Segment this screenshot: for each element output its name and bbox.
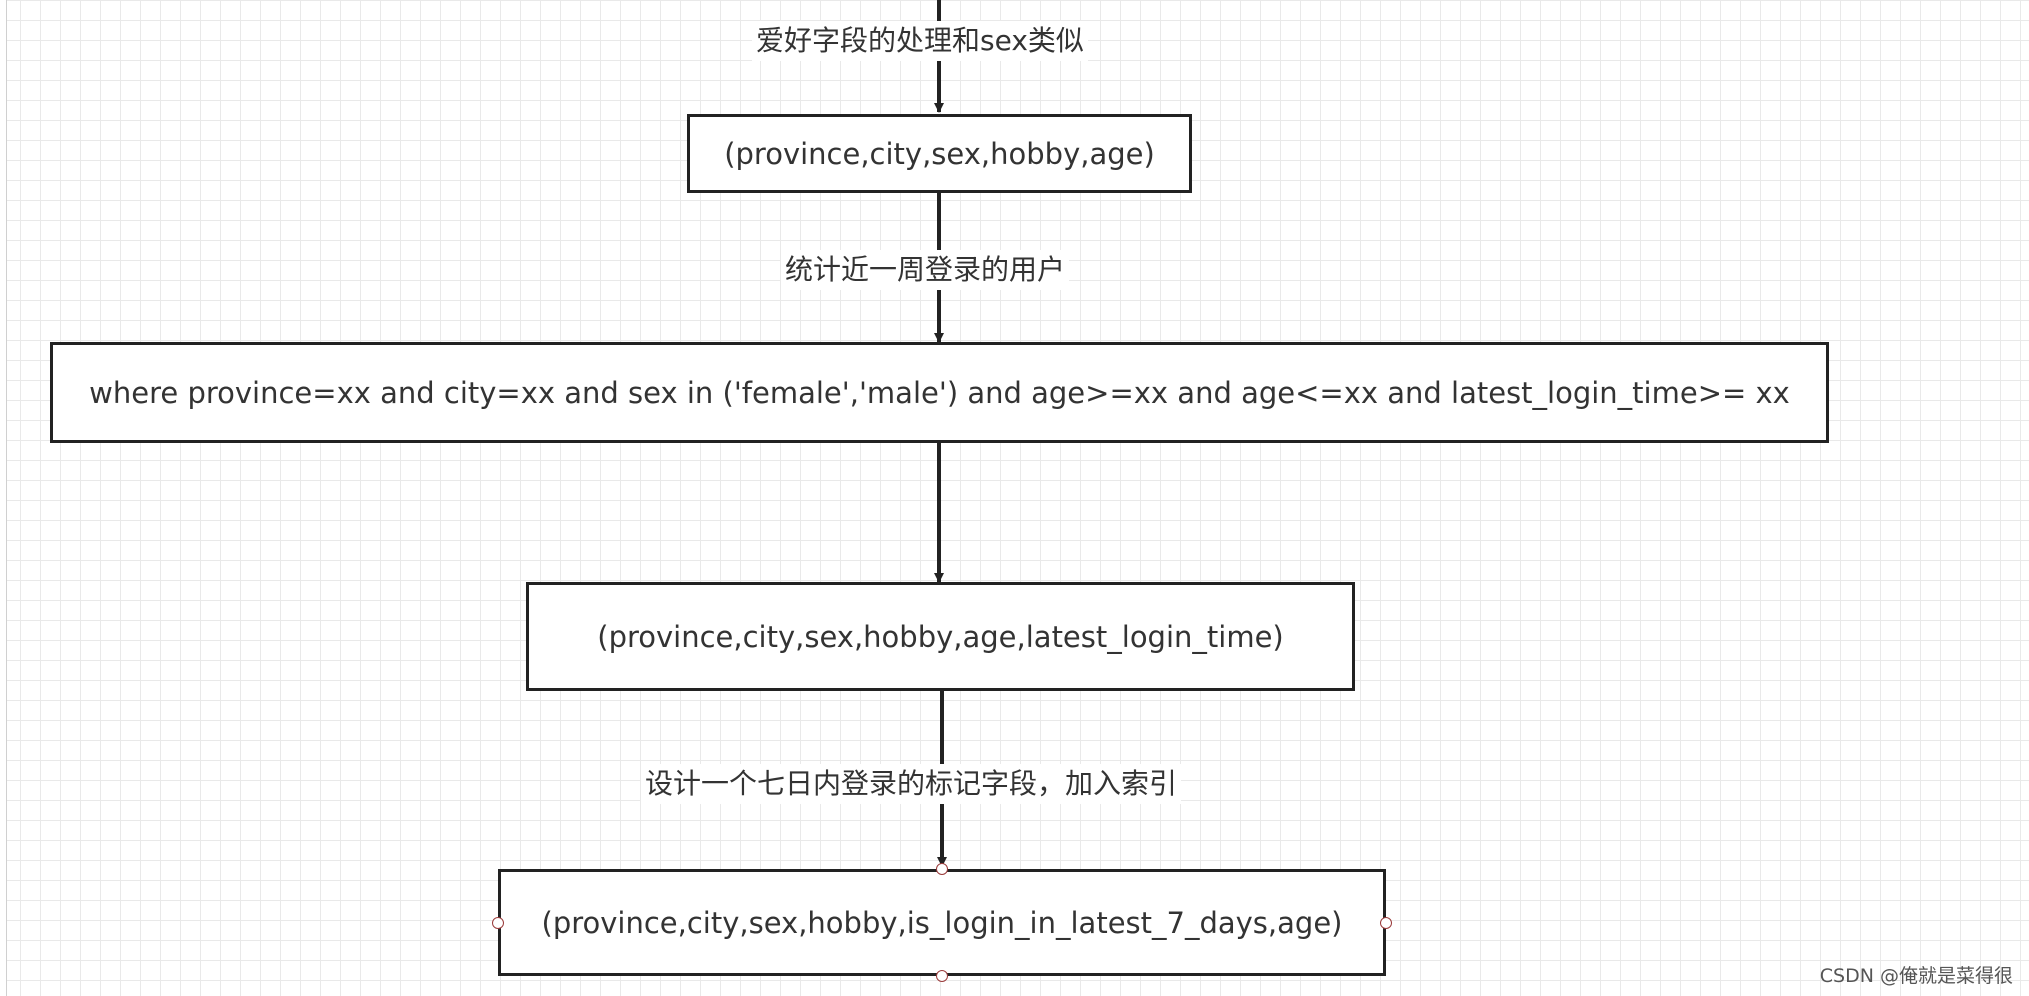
node-1[interactable]: (province,city,sex,hobby,age) [687,114,1192,193]
edge-label-top: 爱好字段的处理和sex类似 [752,21,1088,61]
node-4-handle-left[interactable] [492,917,504,929]
csdn-watermark: CSDN @俺就是菜得很 [1819,965,2013,987]
node-4-text: (province,city,sex,hobby,is_login_in_lat… [541,905,1343,940]
node-2-text: where province=xx and city=xx and sex in… [89,375,1790,410]
node-4[interactable]: (province,city,sex,hobby,is_login_in_lat… [498,869,1386,976]
node-3-text: (province,city,sex,hobby,age,latest_logi… [597,619,1284,654]
node-2[interactable]: where province=xx and city=xx and sex in… [50,342,1829,443]
node-4-handle-top[interactable] [936,863,948,875]
canvas-left-edge [0,0,7,996]
node-4-handle-right[interactable] [1380,917,1392,929]
node-1-text: (province,city,sex,hobby,age) [724,136,1155,171]
edge-label-design: 设计一个七日内登录的标记字段，加入索引 [641,764,1182,804]
node-3[interactable]: (province,city,sex,hobby,age,latest_logi… [526,582,1355,691]
edge-label-weekly: 统计近一周登录的用户 [781,250,1070,290]
node-4-handle-bottom[interactable] [936,970,948,982]
